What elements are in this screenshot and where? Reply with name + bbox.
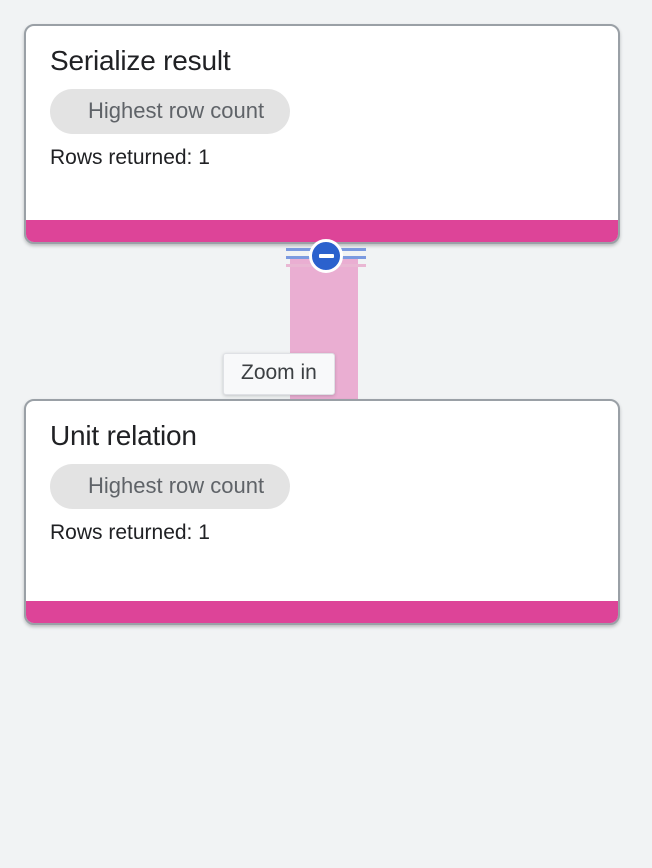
plan-node-title: Serialize result [50,45,231,76]
minus-circle-icon[interactable] [309,239,343,273]
plan-node-badge-row: Highest row count [50,464,594,509]
edge-line-left-icon [286,242,316,270]
plan-node-title: Unit relation [50,420,197,451]
plan-node-body: Unit relation Highest row count Rows ret… [26,401,618,556]
plan-edge-control-group[interactable] [286,239,366,273]
plan-node-accent-bar [26,601,618,623]
plan-node-rows-returned: Rows returned: 1 [50,521,210,544]
plan-node-body: Serialize result Highest row count Rows … [26,26,618,181]
minus-glyph [318,254,334,258]
plan-node-accent-bar [26,220,618,242]
plan-node-unit-relation[interactable]: Unit relation Highest row count Rows ret… [24,399,620,625]
edge-line-right-icon [336,242,366,270]
plan-node-rows-returned: Rows returned: 1 [50,146,210,169]
plan-node-badge-row: Highest row count [50,89,594,134]
plan-node-serialize-result[interactable]: Serialize result Highest row count Rows … [24,24,620,244]
zoom-in-tooltip: Zoom in [223,353,335,395]
status-badge: Highest row count [50,464,291,509]
status-badge: Highest row count [50,89,291,134]
